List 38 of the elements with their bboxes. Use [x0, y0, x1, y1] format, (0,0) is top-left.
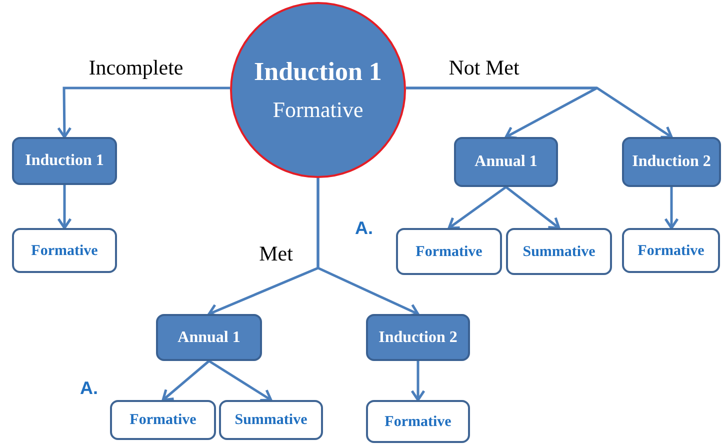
- box-label: Summative: [522, 242, 596, 260]
- process-box: [12, 228, 117, 273]
- box-label: Formative: [384, 412, 452, 430]
- circle-subtitle: Formative: [272, 97, 364, 124]
- process-box: [219, 400, 323, 440]
- process-box: [622, 228, 720, 273]
- arrow: [448, 186, 507, 230]
- process-box: [396, 228, 502, 275]
- box-label: Formative: [130, 411, 196, 429]
- box-label: Annual 1: [178, 328, 240, 348]
- process-box: [156, 314, 262, 361]
- option-marker: A.: [355, 218, 373, 239]
- arrow: [505, 186, 560, 230]
- process-box: [366, 314, 470, 361]
- process-box: [454, 137, 558, 187]
- process-box: [506, 228, 612, 275]
- box-label: Induction 2: [378, 328, 458, 348]
- box-label: Induction 1: [25, 151, 104, 171]
- arrow: [664, 187, 679, 230]
- process-box: [366, 400, 470, 443]
- arrow: [406, 86, 673, 138]
- box-label: Formative: [31, 242, 98, 260]
- arrow: [208, 360, 272, 402]
- arrow: [316, 178, 420, 317]
- arrow: [57, 185, 72, 230]
- box-label: Summative: [234, 411, 308, 429]
- arrow: [410, 361, 426, 402]
- process-box: [12, 137, 117, 185]
- arrow: [57, 86, 230, 138]
- box-label: Induction 2: [632, 152, 711, 172]
- process-box: [622, 137, 721, 187]
- box-label: Formative: [416, 242, 482, 260]
- box-label: Formative: [638, 242, 704, 260]
- circle-title: Induction 1: [254, 56, 382, 88]
- option-marker: A.: [80, 378, 98, 399]
- box-label: Annual 1: [474, 152, 538, 172]
- arrow: [162, 360, 210, 402]
- process-box: [110, 400, 216, 440]
